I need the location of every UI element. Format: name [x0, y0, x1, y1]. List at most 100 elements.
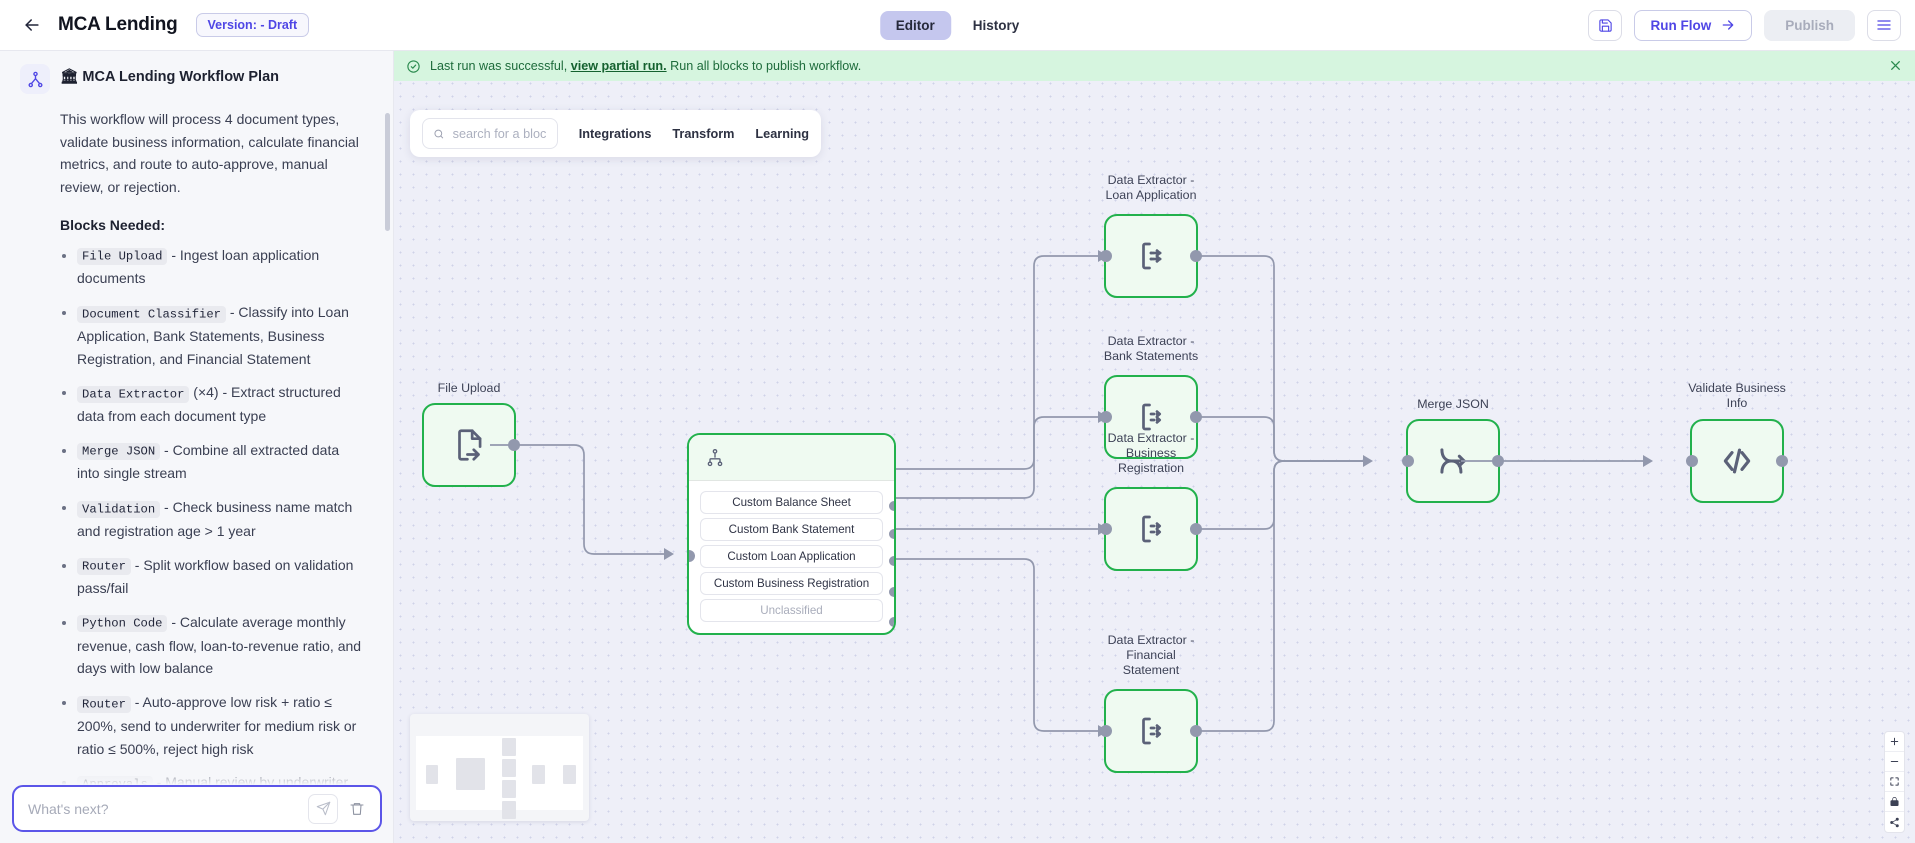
classifier-branch-item[interactable]: Custom Business Registration: [700, 572, 883, 595]
plan-sidebar: 🏛 MCA Lending Workflow Plan This workflo…: [0, 51, 394, 843]
check-circle-icon: [407, 59, 420, 73]
code-brackets-icon: [1723, 448, 1751, 474]
arrow-right-icon: [1722, 20, 1734, 30]
chat-input[interactable]: [28, 800, 308, 817]
search-icon: [434, 129, 444, 138]
node-extractor-loan-application-box[interactable]: [1100, 214, 1202, 298]
block-list-item: Validation - Check business name match a…: [77, 496, 363, 542]
node-extractor-bank-statements-box[interactable]: [1100, 375, 1202, 459]
port-merge-out[interactable]: [1492, 455, 1504, 467]
port-extractor-business-out[interactable]: [1190, 523, 1202, 535]
port-file-upload-out[interactable]: [508, 439, 520, 451]
node-extractor-loan-application-label: Data Extractor - Loan Application: [1105, 173, 1197, 203]
banner-text-before: Last run was successful,: [430, 59, 568, 73]
block-chip: Document Classifier: [77, 305, 226, 323]
save-button[interactable]: [1588, 9, 1623, 41]
block-palette: Integrations Transform Learning: [410, 110, 821, 157]
minimap-toggle-button[interactable]: [1885, 812, 1904, 832]
app-header: MCA Lending Version: - Draft Editor Hist…: [0, 0, 1915, 51]
port-extractor-bank-in[interactable]: [1100, 411, 1112, 423]
plan-scroll-area[interactable]: 🏛 MCA Lending Workflow Plan This workflo…: [0, 51, 393, 785]
editor-history-tabs: Editor History: [879, 10, 1036, 40]
run-flow-label: Run Flow: [1650, 17, 1712, 33]
port-classifier-out-4[interactable]: [889, 587, 894, 597]
plan-intro: This workflow will process 4 document ty…: [60, 111, 359, 196]
port-extractor-business-in[interactable]: [1100, 523, 1112, 535]
port-classifier-in[interactable]: [689, 550, 695, 562]
zoom-out-button[interactable]: [1885, 752, 1904, 772]
port-extractor-loan-out[interactable]: [1190, 250, 1202, 262]
menu-button[interactable]: [1867, 9, 1901, 41]
banner-close-button[interactable]: [1889, 59, 1903, 73]
lock-canvas-button[interactable]: [1885, 792, 1904, 812]
minimap-node: [563, 765, 576, 784]
send-button[interactable]: [308, 793, 338, 824]
node-extractor-business-registration[interactable]: Data Extractor - Business Registration: [1100, 431, 1202, 571]
fit-view-button[interactable]: [1885, 772, 1904, 792]
node-extractor-financial-statement-box[interactable]: [1100, 689, 1202, 773]
delete-conversation-button[interactable]: [342, 794, 372, 824]
port-classifier-out-3[interactable]: [889, 556, 894, 566]
sidebar-scrollbar-thumb[interactable]: [385, 113, 390, 231]
palette-link-transform[interactable]: Transform: [672, 126, 735, 141]
palette-link-integrations[interactable]: Integrations: [578, 126, 652, 141]
block-chip: Validation: [77, 500, 161, 518]
minimap-node: [502, 738, 516, 756]
workflow-graph-icon: [27, 71, 43, 87]
node-extractor-business-registration-box[interactable]: [1100, 487, 1202, 571]
port-validate-out[interactable]: [1776, 455, 1788, 467]
port-extractor-loan-in[interactable]: [1100, 250, 1112, 262]
classifier-branch-item[interactable]: Custom Bank Statement: [700, 518, 883, 541]
floppy-save-icon: [1599, 18, 1612, 32]
node-validate-business-info-box[interactable]: [1686, 419, 1788, 503]
hierarchy-icon: [707, 448, 723, 466]
palette-link-learning[interactable]: Learning: [755, 126, 809, 141]
flow-canvas[interactable]: Last run was successful, view partial ru…: [394, 51, 1915, 843]
tab-editor[interactable]: Editor: [879, 10, 951, 40]
node-merge-json-box[interactable]: [1402, 419, 1504, 503]
port-classifier-out-2[interactable]: [889, 529, 894, 539]
classifier-branch-item[interactable]: Unclassified: [700, 599, 883, 622]
back-button[interactable]: [12, 5, 52, 45]
port-merge-in[interactable]: [1402, 455, 1414, 467]
port-extractor-bank-out[interactable]: [1190, 411, 1202, 423]
version-badge[interactable]: Version: - Draft: [195, 13, 310, 37]
minimap-viewport[interactable]: [416, 736, 583, 819]
minimap-node: [502, 780, 516, 798]
search-block-field[interactable]: [422, 118, 558, 149]
classifier-branch-item[interactable]: Custom Loan Application: [700, 545, 883, 568]
publish-button[interactable]: Publish: [1764, 9, 1855, 41]
classifier-branch-item[interactable]: Custom Balance Sheet: [700, 491, 883, 514]
node-validate-business-info[interactable]: Validate Business Info: [1686, 381, 1788, 503]
node-file-upload[interactable]: File Upload: [422, 381, 520, 487]
node-extractor-loan-application[interactable]: Data Extractor - Loan Application: [1100, 173, 1202, 298]
lock-icon: [1890, 797, 1899, 806]
arrow-left-icon: [25, 19, 39, 31]
block-list-item: Merge JSON - Combine all extracted data …: [77, 439, 363, 485]
minimap[interactable]: [410, 714, 589, 821]
node-extractor-bank-statements[interactable]: Data Extractor - Bank Statements: [1100, 334, 1202, 459]
node-file-upload-box[interactable]: [422, 403, 520, 487]
classifier-header: [689, 435, 894, 481]
zoom-in-button[interactable]: [1885, 732, 1904, 752]
port-classifier-out-5[interactable]: [889, 617, 894, 627]
chat-composer[interactable]: [12, 785, 382, 832]
node-extractor-financial-statement[interactable]: Data Extractor - Financial Statement: [1100, 633, 1202, 773]
view-partial-run-link[interactable]: view partial run.: [570, 59, 667, 73]
close-x-icon: [1891, 61, 1900, 70]
port-extractor-financial-out[interactable]: [1190, 725, 1202, 737]
port-extractor-financial-in[interactable]: [1100, 725, 1112, 737]
node-document-classifier[interactable]: Document Classifier Custom Balance Sheet…: [687, 433, 896, 635]
node-extractor-business-registration-label: Data Extractor - Business Registration: [1107, 431, 1195, 476]
search-input[interactable]: [452, 126, 547, 141]
run-flow-button[interactable]: Run Flow: [1634, 9, 1753, 41]
node-merge-json[interactable]: Merge JSON: [1402, 397, 1504, 503]
block-list-item: Document Classifier - Classify into Loan…: [77, 301, 363, 370]
plan-body: This workflow will process 4 document ty…: [60, 108, 363, 785]
tab-history[interactable]: History: [972, 17, 1020, 33]
block-list-item: Data Extractor (×4) - Extract structured…: [77, 381, 363, 427]
port-validate-in[interactable]: [1686, 455, 1698, 467]
send-paper-plane-icon: [316, 801, 330, 816]
port-classifier-out-1[interactable]: [889, 501, 894, 511]
block-chip: Merge JSON: [77, 443, 161, 461]
